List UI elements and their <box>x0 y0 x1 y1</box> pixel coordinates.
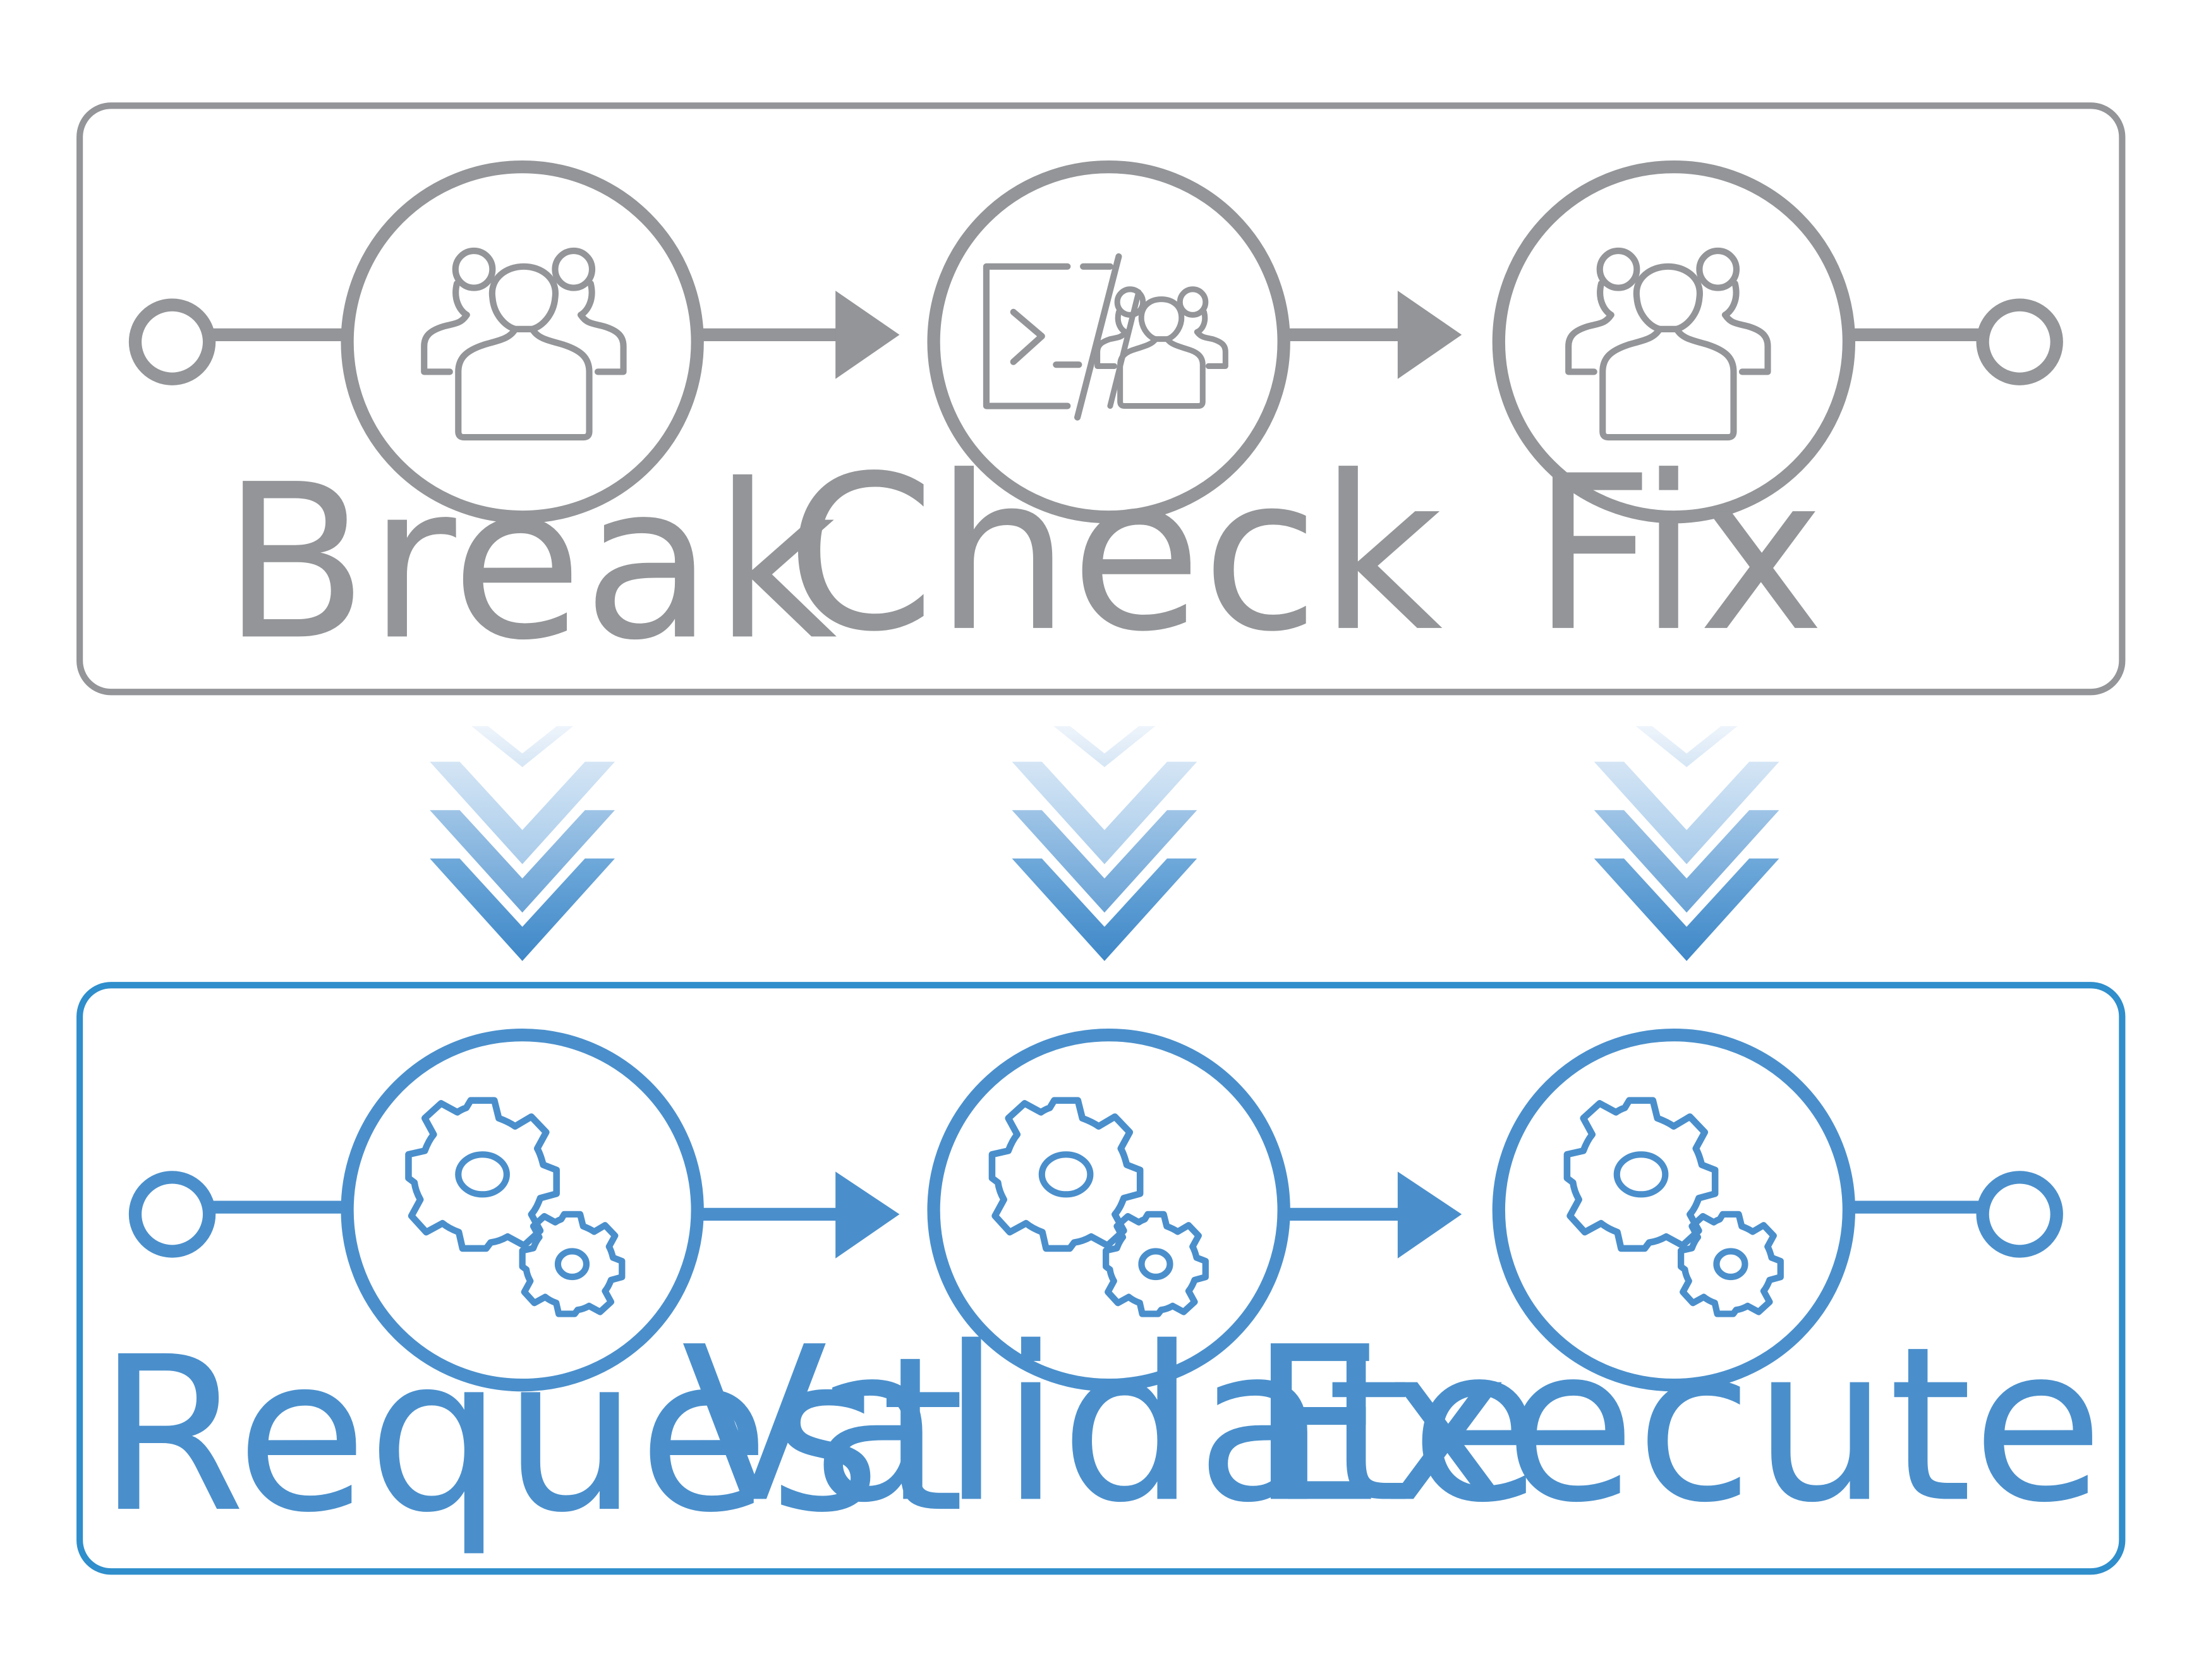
arrow-head <box>1397 291 1462 379</box>
arrow-head <box>835 1171 900 1259</box>
step-circle-validate <box>927 1028 1290 1392</box>
transition-chevrons <box>430 726 1779 961</box>
automated-flow-frame <box>76 982 2126 1575</box>
step-label-execute: Execute <box>1250 1300 2104 1549</box>
chevrons-down-icon <box>430 726 615 961</box>
arrow-head <box>835 291 900 379</box>
chevrons-down-icon <box>1012 726 1197 961</box>
step-circle-fix <box>1492 160 1856 524</box>
end-node <box>1976 298 2063 385</box>
manual-flow-frame <box>76 102 2126 696</box>
step-label-validate: Validate <box>681 1300 1542 1549</box>
manual-flow: Break Check Fix <box>76 102 2126 696</box>
step-label-break: Break <box>222 438 837 687</box>
chevrons-down-icon <box>1594 726 1779 961</box>
step-label-fix: Fix <box>1532 430 1825 679</box>
step-label-check: Check <box>786 430 1443 679</box>
arrow-head <box>1397 1171 1462 1259</box>
terminal-people-icon <box>983 253 1225 421</box>
step-circle-break <box>341 160 704 524</box>
start-node <box>128 298 216 385</box>
end-node <box>1976 1171 2063 1258</box>
start-node <box>128 1171 216 1258</box>
step-label-request: Request <box>97 1310 964 1559</box>
automated-flow: Request Validate Execute <box>76 982 2126 1575</box>
